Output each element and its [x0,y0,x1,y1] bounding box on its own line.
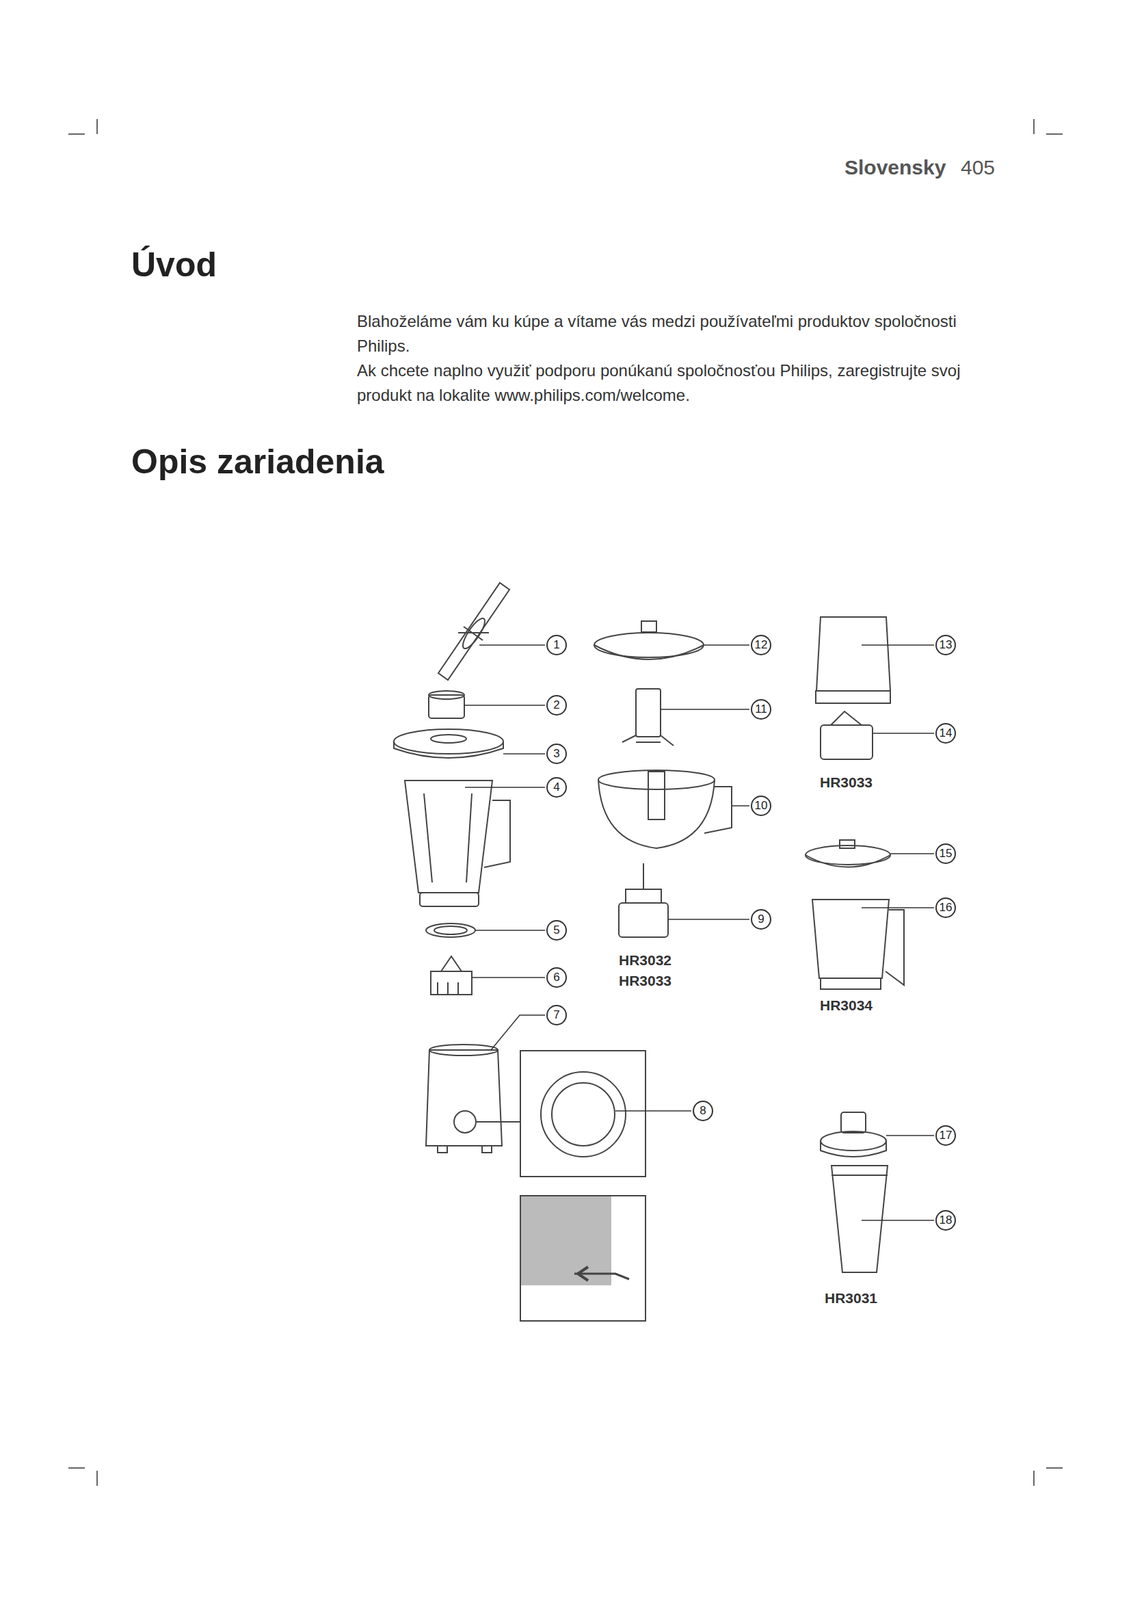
language-header: Slovensky [844,155,946,180]
callout-number: 9 [750,908,772,930]
section-heading: Opis zariadenia [131,441,385,482]
callout-number: 4 [546,776,567,798]
callout-number: 16 [935,897,956,918]
page-number: 405 [960,155,995,180]
callout-number: 18 [935,1209,956,1231]
callout-number: 11 [750,698,772,720]
model-number: HR3032 [618,951,672,969]
callout-number: 14 [935,722,956,744]
model-number: HR3033 [618,972,672,989]
callout-number: 7 [546,1004,567,1026]
model-number: HR3034 [819,996,873,1014]
callout-number: 2 [546,694,567,716]
section-heading: Úvod [131,244,217,285]
callout-number: 3 [546,743,567,764]
intro-text: Blahoželáme vám ku kúpe a vítame vás med… [356,309,993,359]
callout-number: 6 [546,966,567,988]
callout-number: 15 [935,843,956,864]
model-number: HR3033 [819,774,873,791]
callout-number: 13 [935,634,956,656]
callout-number: 17 [935,1124,956,1146]
callout-number: 12 [750,634,772,656]
model-number: HR3031 [824,1289,878,1307]
callout-number: 8 [692,1100,714,1121]
intro-text: Ak chcete naplno využiť podporu ponúkanú… [356,358,993,408]
callout-number: 1 [546,634,567,656]
callout-number: 5 [546,919,567,941]
callout-number: 10 [750,795,772,816]
